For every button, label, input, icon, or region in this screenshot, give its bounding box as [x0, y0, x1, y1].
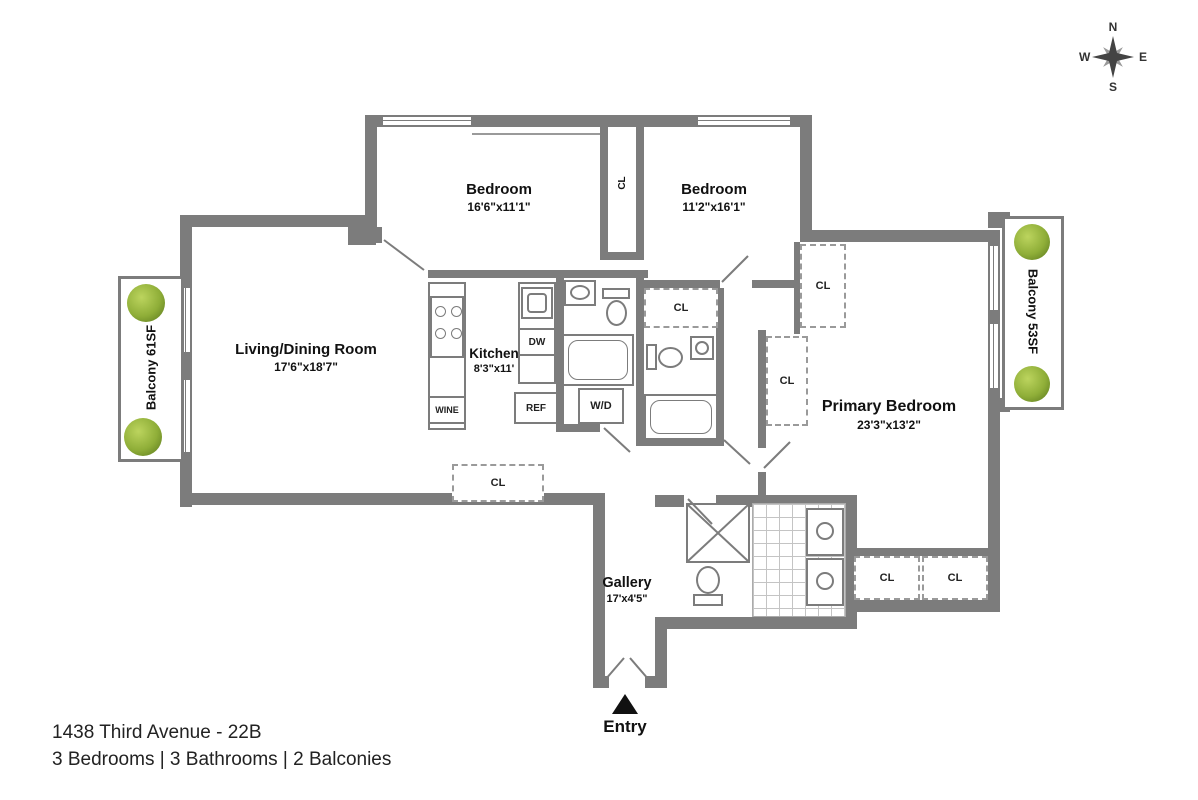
toilet: [696, 566, 720, 594]
room-dims: 8'3"x11': [473, 362, 515, 375]
room-dims: 23'3"x13'2": [857, 417, 921, 432]
room-name: Bedroom: [681, 181, 747, 198]
sink-basin: [570, 285, 590, 300]
wall: [758, 330, 766, 448]
compass-south-label: S: [1108, 80, 1117, 94]
sink-basin: [816, 522, 834, 540]
closet-box: CL: [452, 464, 544, 502]
room-name: Gallery: [602, 575, 652, 591]
wall: [556, 276, 564, 432]
tree-icon: [124, 418, 162, 456]
balcony-right-label: Balcony 53SF: [1025, 268, 1041, 355]
wall: [644, 280, 720, 288]
compass-west-label: W: [1079, 50, 1091, 64]
wall: [365, 115, 377, 227]
closet-box: CL: [800, 244, 846, 328]
stove-burner-icon: [451, 306, 462, 317]
room-label-bedroom-1: Bedroom 16'6"x11'1": [434, 180, 564, 215]
bathtub: [644, 394, 718, 440]
toilet-tank: [646, 344, 657, 370]
compass-north-label: N: [1108, 20, 1118, 34]
wall: [716, 288, 724, 446]
wall: [805, 230, 1000, 242]
kitchen-sink-basin: [527, 293, 547, 313]
stove-burner-icon: [435, 306, 446, 317]
compass-east-label: E: [1138, 50, 1147, 64]
entry-label: Entry: [603, 717, 647, 736]
tree-icon: [1014, 366, 1050, 402]
wall: [800, 115, 812, 242]
sink-basin: [695, 341, 709, 355]
toilet: [658, 347, 683, 368]
vanity-sink: [806, 508, 844, 556]
wall: [636, 438, 724, 446]
wall: [655, 495, 684, 507]
wall: [752, 280, 808, 288]
room-label-gallery: Gallery 17'x4'5": [587, 574, 667, 607]
bathtub-basin: [568, 340, 628, 380]
room-dims: 17'x4'5": [606, 592, 648, 605]
closet-box: CL: [644, 288, 718, 328]
bathtub-basin: [650, 400, 712, 434]
wall: [655, 617, 857, 629]
window: [988, 324, 1000, 388]
room-label-kitchen: Kitchen 8'3"x11': [454, 345, 534, 376]
sink-basin: [816, 572, 834, 590]
wall: [593, 676, 609, 688]
bathtub: [562, 334, 634, 386]
wall: [636, 270, 644, 440]
wall: [636, 127, 644, 260]
room-label-primary-bedroom: Primary Bedroom 23'3"x13'2": [809, 397, 969, 433]
tree-icon: [127, 284, 165, 322]
window: [383, 115, 471, 127]
wall: [600, 252, 644, 260]
wall-detail-line: [472, 133, 600, 135]
toilet: [606, 300, 627, 326]
toilet-tank: [602, 288, 630, 299]
entry-arrow-icon: [612, 694, 638, 714]
stove-burner-icon: [435, 328, 446, 339]
closet-box: CL: [922, 556, 988, 600]
room-label-living-dining: Living/Dining Room 17'6"x18'7": [221, 340, 391, 375]
wall: [593, 493, 605, 688]
footer-address: 1438 Third Avenue - 22B: [52, 722, 262, 743]
compass-rose: N S W E: [1078, 20, 1148, 94]
toilet-tank: [693, 594, 723, 606]
wall: [348, 227, 376, 245]
wall: [794, 242, 800, 334]
room-name: Living/Dining Room: [235, 341, 377, 358]
wall: [758, 472, 766, 506]
wall: [600, 127, 608, 260]
closet-box: CL: [854, 556, 920, 600]
wall: [180, 215, 377, 227]
washer-dryer-box: W/D: [578, 388, 624, 424]
room-dims: 16'6"x11'1": [467, 199, 531, 214]
room-dims: 17'6"x18'7": [274, 359, 338, 374]
compass-star-icon: [1092, 36, 1134, 78]
dishwasher-box: DW: [518, 328, 556, 356]
wall: [556, 424, 600, 432]
wall: [848, 600, 1000, 612]
closet-label: CL: [616, 176, 628, 190]
footer-summary: 3 Bedrooms | 3 Bathrooms | 2 Balconies: [52, 749, 392, 770]
shower: [686, 503, 750, 563]
room-label-bedroom-2: Bedroom 11'2"x16'1": [649, 180, 779, 215]
window: [698, 115, 790, 127]
refrigerator-box: REF: [514, 392, 558, 424]
room-name: Kitchen: [469, 346, 519, 361]
room-name: Bedroom: [466, 181, 532, 198]
room-dims: 11'2"x16'1": [682, 199, 746, 214]
balcony-left-label: Balcony 61SF: [143, 324, 159, 411]
wine-fridge-box: WINE: [428, 396, 466, 424]
wall: [370, 227, 382, 243]
tree-icon: [1014, 224, 1050, 260]
stove-burner-icon: [451, 328, 462, 339]
window: [988, 246, 1000, 310]
wall: [848, 548, 992, 556]
wall: [428, 270, 648, 278]
room-name: Primary Bedroom: [821, 398, 957, 415]
closet-box: CL: [766, 336, 808, 426]
wall: [655, 617, 667, 688]
